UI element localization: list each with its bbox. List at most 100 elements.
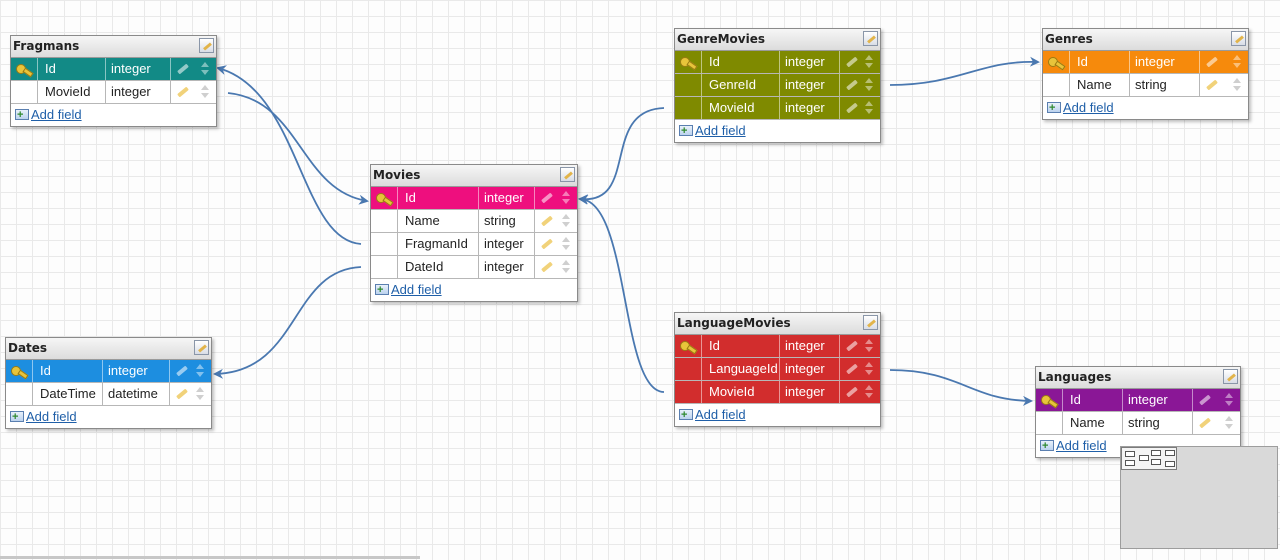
add-field-button[interactable]: Add field bbox=[371, 279, 577, 301]
edit-table-icon[interactable] bbox=[194, 340, 209, 355]
edit-field-icon[interactable] bbox=[541, 238, 553, 250]
reorder-field-icon[interactable] bbox=[1233, 78, 1241, 92]
reorder-field-icon[interactable] bbox=[865, 339, 873, 353]
field-name[interactable]: GenreId bbox=[702, 74, 780, 96]
field-name[interactable]: DateId bbox=[398, 256, 479, 278]
field-type[interactable]: integer bbox=[103, 360, 170, 382]
edit-field-icon[interactable] bbox=[846, 386, 858, 398]
edit-table-icon[interactable] bbox=[1231, 31, 1246, 46]
reorder-field-icon[interactable] bbox=[1233, 55, 1241, 69]
reorder-field-icon[interactable] bbox=[201, 62, 209, 76]
reorder-field-icon[interactable] bbox=[196, 387, 204, 401]
field-name[interactable]: FragmanId bbox=[398, 233, 479, 255]
reorder-field-icon[interactable] bbox=[865, 55, 873, 69]
reorder-field-icon[interactable] bbox=[196, 364, 204, 378]
edit-field-icon[interactable] bbox=[177, 86, 189, 98]
field-type[interactable]: integer bbox=[780, 335, 840, 357]
table-header[interactable]: Genres bbox=[1043, 29, 1248, 51]
field-name[interactable]: Name bbox=[1070, 74, 1130, 96]
field-type[interactable]: string bbox=[479, 210, 535, 232]
reorder-field-icon[interactable] bbox=[1225, 393, 1233, 407]
edit-table-icon[interactable] bbox=[1223, 369, 1238, 384]
field-name[interactable]: MovieId bbox=[38, 81, 106, 103]
reorder-field-icon[interactable] bbox=[562, 191, 570, 205]
reorder-field-icon[interactable] bbox=[865, 385, 873, 399]
field-type[interactable]: integer bbox=[780, 51, 840, 73]
field-type[interactable]: integer bbox=[106, 81, 171, 103]
add-field-button[interactable]: Add field bbox=[6, 406, 211, 428]
table-header[interactable]: LanguageMovies bbox=[675, 313, 880, 335]
minimap-viewport[interactable] bbox=[1121, 447, 1177, 470]
field-name[interactable]: Id bbox=[1063, 389, 1123, 411]
edit-field-icon[interactable] bbox=[176, 365, 188, 377]
field-type[interactable]: integer bbox=[1130, 51, 1200, 73]
edit-field-icon[interactable] bbox=[846, 79, 858, 91]
edit-table-icon[interactable] bbox=[199, 38, 214, 53]
minimap[interactable] bbox=[1120, 446, 1278, 549]
add-field-button[interactable]: Add field bbox=[1036, 435, 1240, 457]
field-type[interactable]: integer bbox=[106, 58, 171, 80]
field-type[interactable]: integer bbox=[780, 358, 840, 380]
add-field-button[interactable]: Add field bbox=[1043, 97, 1248, 119]
table-header[interactable]: Fragmans bbox=[11, 36, 216, 58]
reorder-field-icon[interactable] bbox=[865, 101, 873, 115]
table-header[interactable]: Languages bbox=[1036, 367, 1240, 389]
table-header[interactable]: GenreMovies bbox=[675, 29, 880, 51]
horizontal-scrollbar[interactable] bbox=[0, 556, 420, 559]
edit-field-icon[interactable] bbox=[846, 340, 858, 352]
add-field-button[interactable]: Add field bbox=[11, 104, 216, 126]
edit-table-icon[interactable] bbox=[863, 315, 878, 330]
field-type[interactable]: integer bbox=[780, 74, 840, 96]
table-header[interactable]: Dates bbox=[6, 338, 211, 360]
reorder-field-icon[interactable] bbox=[562, 260, 570, 274]
edit-field-icon[interactable] bbox=[541, 192, 553, 204]
field-name[interactable]: MovieId bbox=[702, 381, 780, 403]
field-type[interactable]: string bbox=[1130, 74, 1200, 96]
reorder-field-icon[interactable] bbox=[201, 85, 209, 99]
field-name[interactable]: Id bbox=[1070, 51, 1130, 73]
field-type[interactable]: integer bbox=[1123, 389, 1193, 411]
edit-field-icon[interactable] bbox=[541, 215, 553, 227]
field-type[interactable]: datetime bbox=[103, 383, 170, 405]
table-header[interactable]: Movies bbox=[371, 165, 577, 187]
reorder-field-icon[interactable] bbox=[865, 362, 873, 376]
edit-field-icon[interactable] bbox=[846, 363, 858, 375]
edit-field-icon[interactable] bbox=[177, 63, 189, 75]
field-name[interactable]: DateTime bbox=[33, 383, 103, 405]
edit-field-icon[interactable] bbox=[1199, 417, 1211, 429]
edit-field-icon[interactable] bbox=[1206, 56, 1218, 68]
field-name[interactable]: Id bbox=[702, 335, 780, 357]
field-name[interactable]: Id bbox=[38, 58, 106, 80]
edit-field-icon[interactable] bbox=[1199, 394, 1211, 406]
edit-table-icon[interactable] bbox=[560, 167, 575, 182]
field-name[interactable]: MovieId bbox=[702, 97, 780, 119]
field-type[interactable]: integer bbox=[780, 97, 840, 119]
edit-field-icon[interactable] bbox=[1206, 79, 1218, 91]
reorder-field-icon[interactable] bbox=[562, 214, 570, 228]
reorder-field-icon[interactable] bbox=[1225, 416, 1233, 430]
field-type[interactable]: integer bbox=[479, 256, 535, 278]
